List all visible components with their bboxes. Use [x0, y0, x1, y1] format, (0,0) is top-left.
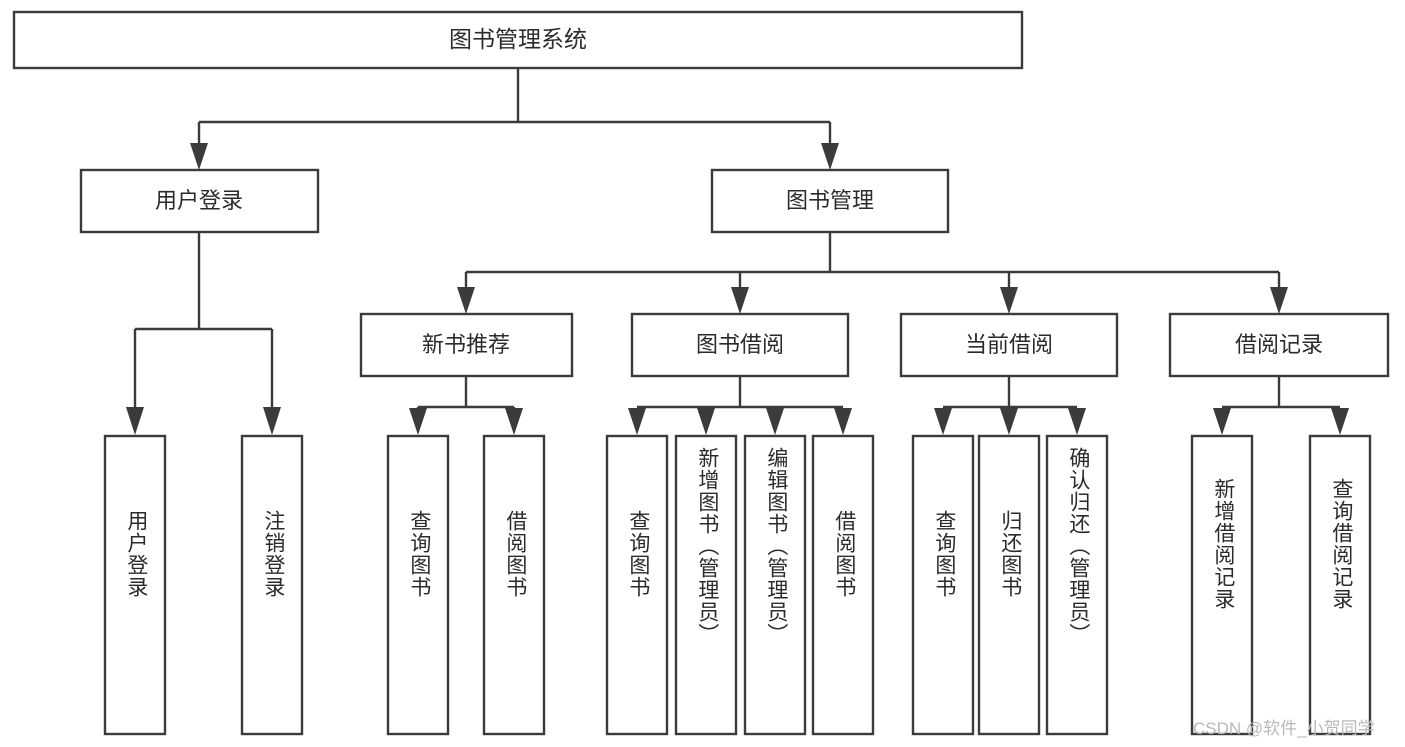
- node-borrow-record-box[interactable]: [1168, 312, 1390, 378]
- leaf-box-user-login-login[interactable]: [103, 434, 167, 736]
- leaf-box-bookborrow-add[interactable]: [674, 434, 738, 736]
- node-user-login[interactable]: 用户登录: [79, 168, 320, 234]
- arrow-head-bookborrow-leaf-2: [697, 408, 715, 435]
- arrow-head-book-mgmt: [821, 143, 839, 170]
- arrow-head-current-borrow: [1000, 287, 1018, 314]
- node-book-borrow-label: 图书借阅: [696, 332, 784, 357]
- leaf-box-bookborrow-borrow[interactable]: [811, 434, 875, 736]
- arrow-head-borrowrecord-leaf-2: [1331, 408, 1349, 435]
- arrow-head-bookborrow-leaf-1: [628, 408, 646, 435]
- leaf-box-user-login-logout[interactable]: [240, 434, 304, 736]
- node-book-management-label: 图书管理: [786, 188, 874, 213]
- node-new-book-recommend-box[interactable]: [359, 312, 574, 378]
- leaf-box-currentborrow-confirm[interactable]: [1045, 434, 1109, 736]
- node-book-management-box[interactable]: [710, 168, 950, 234]
- arrow-head-currentborrow-leaf-2: [1000, 408, 1018, 435]
- arrow-head-currentborrow-leaf-1: [934, 408, 952, 435]
- node-current-borrow[interactable]: 当前借阅: [899, 312, 1119, 378]
- node-user-login-label: 用户登录: [155, 188, 243, 213]
- leaf-box-newbook-query[interactable]: [386, 434, 450, 736]
- leaf-box-currentborrow-return[interactable]: [977, 434, 1041, 736]
- arrow-head-bookborrow-leaf-3: [766, 408, 784, 435]
- arrow-head-user-login: [190, 143, 208, 170]
- leaf-box-newbook-borrow[interactable]: [482, 434, 546, 736]
- node-borrow-record[interactable]: 借阅记录: [1168, 312, 1390, 378]
- arrow-head-book-borrow: [731, 287, 749, 314]
- arrow-head-currentborrow-leaf-3: [1068, 408, 1086, 435]
- node-book-management[interactable]: 图书管理: [710, 168, 950, 234]
- arrow-head-borrow-record: [1270, 287, 1288, 314]
- arrow-head-leaf-user-login: [126, 407, 144, 435]
- node-current-borrow-box[interactable]: [899, 312, 1119, 378]
- arrow-head-bookborrow-leaf-4: [834, 408, 852, 435]
- node-user-login-box[interactable]: [79, 168, 320, 234]
- node-book-borrow-box[interactable]: [630, 312, 850, 378]
- node-borrow-record-label: 借阅记录: [1235, 332, 1323, 357]
- connector-layer: [126, 68, 1349, 435]
- leaf-box-bookborrow-query[interactable]: [605, 434, 669, 736]
- leaf-box-borrowrecord-add[interactable]: [1190, 434, 1254, 736]
- arrow-head-borrowrecord-leaf-1: [1213, 408, 1231, 435]
- leaf-box-currentborrow-query[interactable]: [911, 434, 975, 736]
- node-new-book-recommend[interactable]: 新书推荐: [359, 312, 574, 378]
- node-new-book-recommend-label: 新书推荐: [422, 332, 510, 357]
- arrow-head-newbook-leaf-2: [505, 408, 523, 435]
- node-root-box[interactable]: [12, 10, 1024, 70]
- arrow-head-leaf-logout: [263, 407, 281, 435]
- leaf-box-bookborrow-edit[interactable]: [743, 434, 807, 736]
- node-current-borrow-label: 当前借阅: [965, 332, 1053, 357]
- node-root[interactable]: 图书管理系统: [12, 10, 1024, 70]
- node-book-borrow[interactable]: 图书借阅: [630, 312, 850, 378]
- leaf-box-borrowrecord-query[interactable]: [1308, 434, 1372, 736]
- arrow-head-newbook-leaf-1: [409, 408, 427, 435]
- arrow-head-new-book: [457, 287, 475, 314]
- node-root-label: 图书管理系统: [449, 26, 587, 52]
